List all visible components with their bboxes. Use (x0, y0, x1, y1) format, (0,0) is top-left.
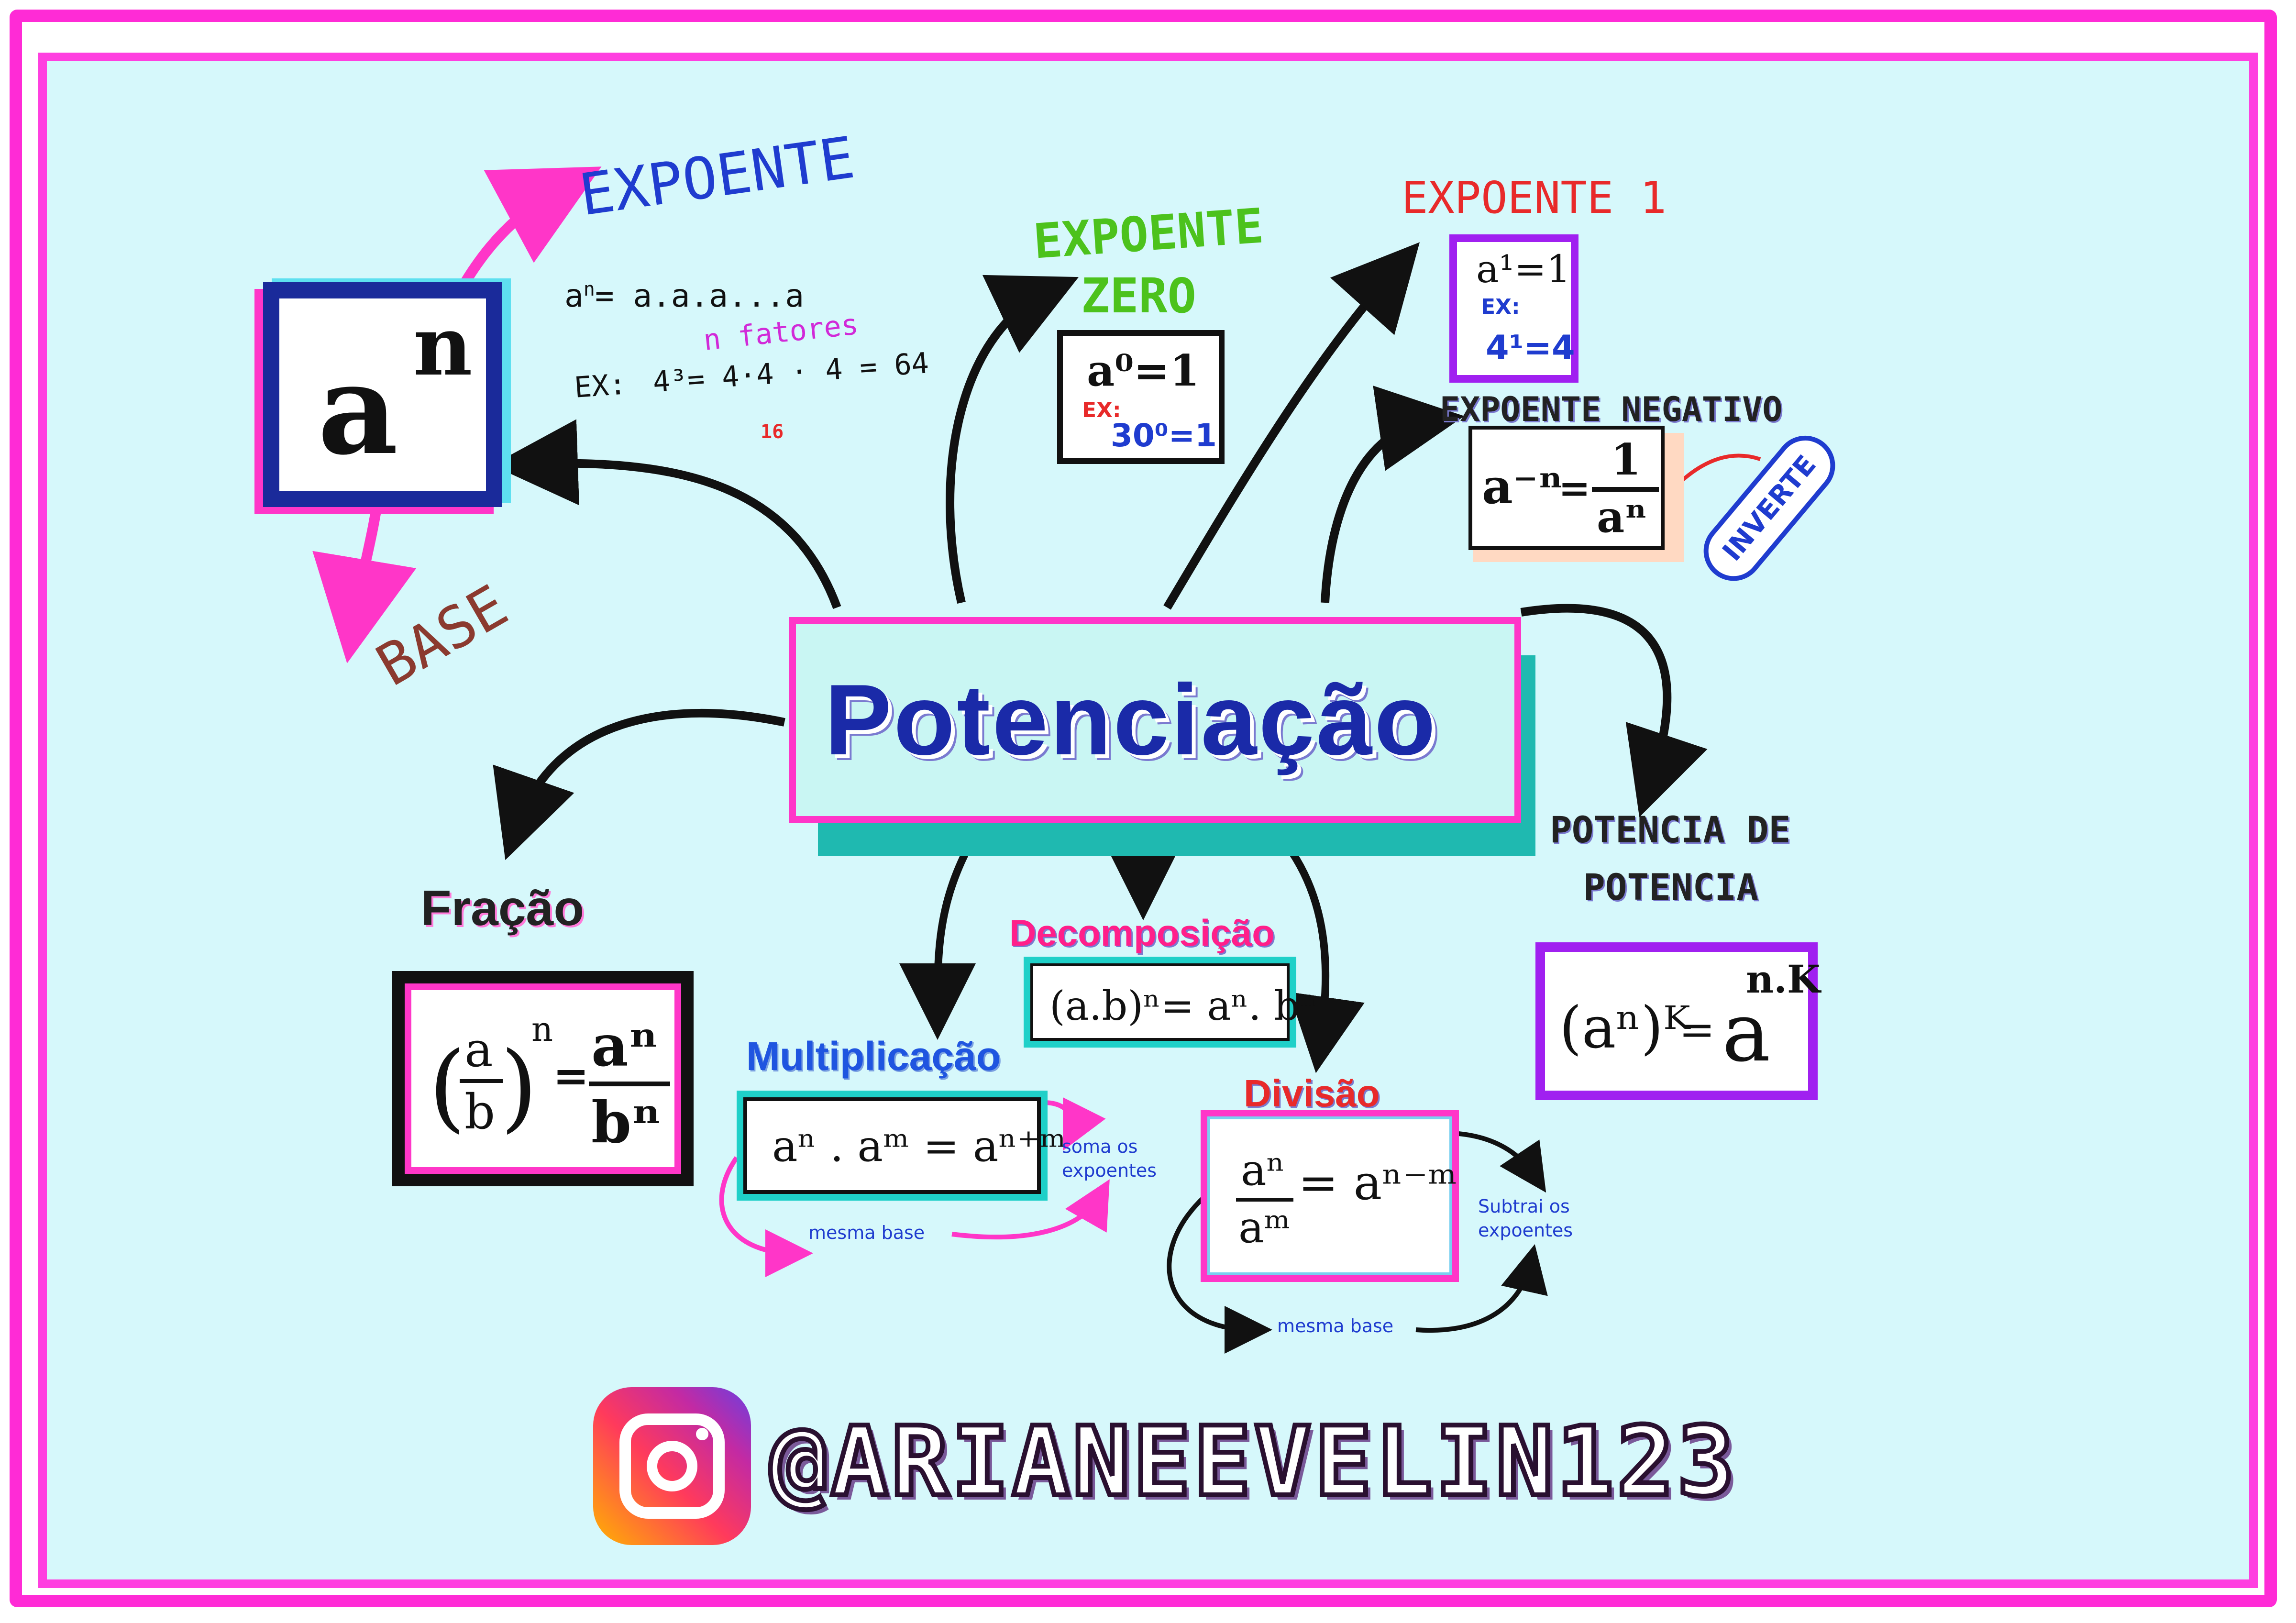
fraction-lhs-num: a (464, 1022, 493, 1078)
fraction-lhs-exp: n (531, 1010, 553, 1049)
division-lhs-den: aᵐ (1238, 1203, 1291, 1253)
zero-example-prefix: EX: (1082, 398, 1121, 422)
negative-label: EXPOENTE NEGATIVO (1440, 390, 1783, 429)
basic-example-prefix: EX: (573, 367, 628, 405)
negative-denominator: aⁿ (1597, 492, 1647, 542)
arrow-to-zero (946, 275, 1079, 604)
division-note-exp-line1: Subtrai os (1478, 1196, 1570, 1217)
definition-lhs: a (564, 277, 584, 314)
arrow-inverte (1673, 453, 1761, 489)
decomposition-rule: (a.b)ⁿ= aⁿ. bⁿ (1049, 983, 1317, 1029)
power-of-power-lhs: (aⁿ)ᴷ (1559, 995, 1690, 1061)
multiplication-box: aⁿ . aᵐ = aⁿ⁺ᵐ (737, 1091, 1066, 1201)
arrow-to-basic (492, 419, 841, 609)
title-box: Potenciação (789, 617, 1521, 823)
one-example-prefix: EX: (1481, 295, 1520, 319)
power-of-power-rhs-base: a (1722, 985, 1771, 1080)
multiplication-rule: aⁿ . aᵐ = aⁿ⁺ᵐ (772, 1121, 1067, 1171)
division-rhs: = aⁿ⁻ᵐ (1298, 1155, 1457, 1211)
zero-rule: a⁰=1 (1087, 345, 1200, 396)
page-title: Potenciação (825, 663, 1438, 776)
decomposition-label: Decomposição (1009, 912, 1275, 954)
division-label: Divisão (1244, 1072, 1380, 1115)
arrow-div-base (1167, 1194, 1272, 1354)
one-example: 4¹=4 (1486, 328, 1575, 367)
base-letter: a (318, 337, 398, 483)
negative-box: a⁻ⁿ = 1 aⁿ (1468, 426, 1665, 550)
basic-example-partial: 16 (761, 421, 784, 443)
division-box: aⁿ aᵐ = aⁿ⁻ᵐ (1201, 1110, 1459, 1282)
power-of-power-label-line2: POTENCIA (1583, 866, 1759, 908)
negative-numerator: 1 (1611, 434, 1641, 485)
multiplication-label: Multiplicação (746, 1034, 1001, 1079)
fraction-lhs-bar (460, 1079, 503, 1083)
multiplication-note-base: mesma base (808, 1222, 925, 1243)
instagram-handle: @ARIANEEVELIN123 (768, 1404, 1738, 1520)
one-box: a¹=1 EX: 4¹=4 (1449, 234, 1578, 383)
basic-notation-box: a n (263, 282, 502, 507)
multiplication-note-exp-line2: expoentes (1062, 1160, 1157, 1181)
outer-frame (10, 10, 2277, 1607)
fraction-rhs-num: aⁿ (591, 1012, 659, 1080)
division-note-base: mesma base (1277, 1315, 1394, 1336)
fraction-open-paren: ( (429, 1031, 466, 1143)
power-of-power-label-line1: POTENCIA DE (1550, 808, 1791, 851)
fraction-close-paren: ) (500, 1031, 538, 1143)
negative-lhs: a⁻ⁿ (1482, 458, 1563, 515)
instagram-icon-lens (647, 1441, 697, 1491)
one-rule: a¹=1 (1476, 247, 1571, 291)
arrow-to-multiplication (899, 850, 976, 1040)
definition-lhs-exp: n (583, 278, 595, 300)
one-label: EXPOENTE 1 (1402, 172, 1667, 223)
zero-label-line2: ZERO (1081, 268, 1196, 324)
arrow-mult-base (719, 1156, 813, 1277)
arrow-to-power-of-power (1520, 604, 1708, 817)
arrow-base (312, 497, 417, 663)
exponent-letter: n (413, 298, 473, 394)
instagram-icon-dot (696, 1428, 708, 1440)
arrow-mult-base-out (951, 1179, 1110, 1240)
arrow-to-one (1163, 242, 1420, 610)
arrow-to-negative (1321, 386, 1465, 603)
negative-equals: = (1558, 465, 1591, 510)
multiplication-note-exp-line1: soma os (1062, 1136, 1138, 1157)
instagram-icon (593, 1387, 751, 1545)
fraction-rhs-den: bⁿ (591, 1089, 662, 1156)
definition: an= a.a.a...a (564, 277, 804, 314)
fraction-rhs-bar (589, 1082, 670, 1086)
division-note-exp-line2: expoentes (1478, 1220, 1573, 1241)
power-of-power-box: (aⁿ)ᴷ = a n.K (1535, 942, 1821, 1100)
zero-example: 30⁰=1 (1111, 417, 1217, 454)
decomposition-box: (a.b)ⁿ= aⁿ. bⁿ (1024, 957, 1317, 1048)
division-fraction-bar (1236, 1198, 1293, 1202)
negative-fraction-bar (1592, 487, 1659, 492)
arrow-to-division (1288, 849, 1365, 1073)
fraction-label: Fração (421, 881, 585, 936)
arrow-to-fraction (493, 708, 785, 860)
division-lhs-num: aⁿ (1241, 1145, 1285, 1195)
arrow-div-base-out (1415, 1244, 1548, 1333)
definition-rhs: = a.a.a...a (595, 277, 804, 314)
fraction-lhs-den: b (464, 1084, 496, 1140)
power-of-power-equals: = (1679, 1005, 1715, 1055)
power-of-power-rhs-exp: n.K (1746, 957, 1821, 1002)
zero-box: a⁰=1 EX: 30⁰=1 (1057, 330, 1225, 464)
fraction-box: ( a b ) n = aⁿ bⁿ (392, 971, 694, 1186)
fraction-equals: = (553, 1050, 589, 1101)
